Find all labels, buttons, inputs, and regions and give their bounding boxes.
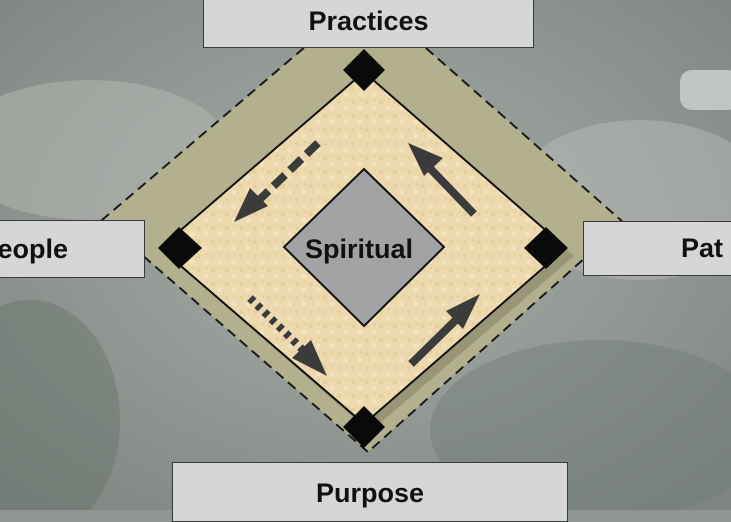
label-purpose: Purpose [172, 462, 568, 522]
corner-marker-right [524, 227, 568, 269]
label-people: eople [0, 220, 145, 278]
arrow-dotted-bottom-left [247, 295, 327, 376]
label-spiritual: Spiritual [304, 233, 413, 264]
corner-marker-left [158, 227, 202, 269]
background-shadow-left [0, 300, 120, 510]
arrow-solid-bottom-right [408, 294, 480, 367]
corner-marker-bottom [343, 406, 385, 448]
arrow-solid-top-right [408, 143, 477, 217]
background-watch [680, 70, 731, 110]
label-path: Pat [583, 221, 731, 276]
center-square [282, 167, 446, 328]
corner-marker-top [343, 49, 385, 91]
arrow-dashed-top-left [234, 140, 321, 222]
diagram-canvas [0, 0, 731, 510]
label-practices: Practices [203, 0, 534, 48]
